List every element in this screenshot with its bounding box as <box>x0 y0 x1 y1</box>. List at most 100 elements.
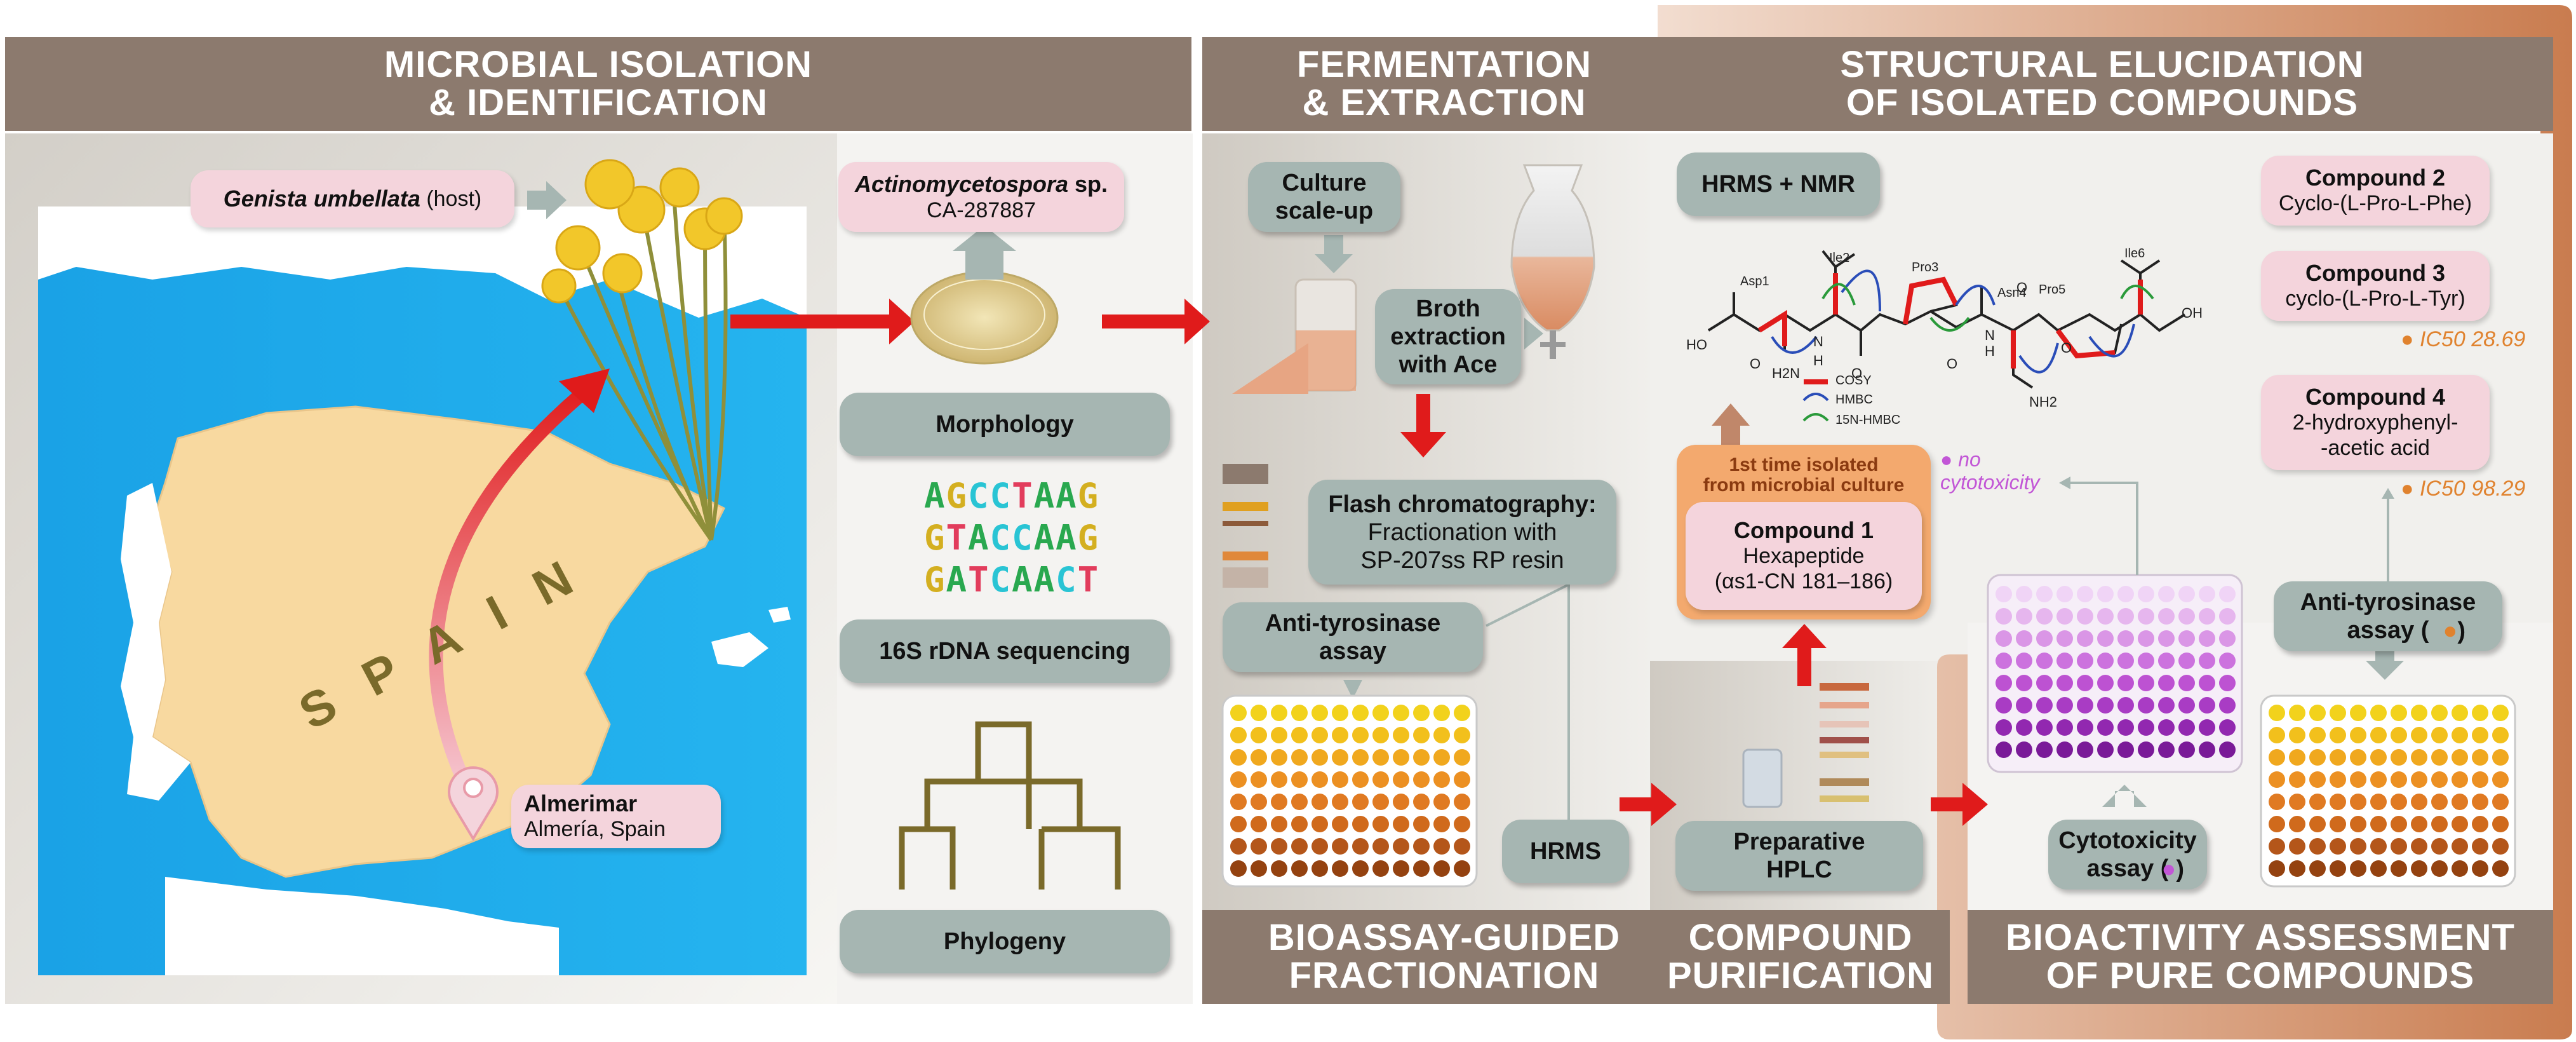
well <box>1332 816 1348 832</box>
well <box>2219 697 2236 714</box>
well <box>2411 727 2427 743</box>
well <box>1311 771 1328 788</box>
well <box>2199 608 2215 625</box>
location-place: Almerimar <box>524 790 638 816</box>
well <box>2289 860 2305 877</box>
residue-label: Pro5 <box>2039 283 2066 297</box>
well <box>2138 653 2154 669</box>
step-anti-tyrosinase: Anti-tyrosinase assay <box>1223 602 1483 672</box>
ic50-compound3: ● IC50 28.69 <box>2401 327 2526 351</box>
host-suffix: (host) <box>420 187 482 211</box>
host-arrow-icon <box>527 181 567 219</box>
residue-label: Asp1 <box>1740 274 1769 288</box>
well <box>2158 608 2175 625</box>
bioassay-plate-icon <box>1221 694 1478 888</box>
compound1-box: Compound 1 Hexapeptide (αs1-CN 181–186) <box>1686 502 1922 610</box>
well <box>2097 653 2114 669</box>
well <box>2309 705 2326 721</box>
well <box>1291 749 1308 766</box>
legend-hmbc: HMBC <box>1835 393 1873 407</box>
step-cytotoxicity: Cytotoxicity assay ( ●) <box>2048 820 2207 890</box>
well <box>2077 653 2093 669</box>
well <box>2411 749 2427 766</box>
well <box>1413 794 1430 810</box>
well <box>2036 586 2053 602</box>
antityr-plate-icon <box>2260 694 2516 888</box>
compound4-card: Compound 4 2-hydroxyphenyl- -acetic acid <box>2261 375 2490 470</box>
well <box>2219 608 2236 625</box>
well <box>1251 860 1267 877</box>
well <box>1230 727 1247 743</box>
compound1-card: 1st time isolated from microbial culture… <box>1677 445 1931 619</box>
well <box>1332 838 1348 855</box>
well <box>2289 727 2305 743</box>
well <box>2472 771 2488 788</box>
right-arrow-broth <box>1524 318 1543 349</box>
well <box>2431 771 2448 788</box>
host-name: Genista umbellata <box>223 186 420 212</box>
step-hrms: HRMS <box>1502 820 1629 883</box>
well <box>2391 860 2407 877</box>
sequence-line: AGCCTAAG <box>924 476 1100 516</box>
well <box>1291 860 1308 877</box>
atom-label: HO <box>1686 337 1707 353</box>
well <box>1332 860 1348 877</box>
well <box>2077 741 2093 758</box>
well <box>2492 816 2509 832</box>
well <box>2431 705 2448 721</box>
well <box>2117 741 2134 758</box>
well <box>2178 608 2195 625</box>
header-bar-bioassay <box>1202 910 1686 1004</box>
compound2-desc: Cyclo-(L-Pro-L-Phe) <box>2278 191 2472 215</box>
header-isolation: MICROBIAL ISOLATION & IDENTIFICATION <box>384 44 813 123</box>
well <box>2056 630 2073 647</box>
well <box>2370 860 2387 877</box>
well <box>2199 741 2215 758</box>
well <box>2391 816 2407 832</box>
up-arrow-strain <box>953 226 1016 280</box>
well <box>1372 771 1389 788</box>
well <box>2138 675 2154 691</box>
well <box>2138 697 2154 714</box>
well <box>2117 697 2134 714</box>
well <box>1291 771 1308 788</box>
location-region: Almería, Spain <box>524 817 666 841</box>
compound3-desc: cyclo-(L-Pro-L-Tyr) <box>2285 287 2465 311</box>
cosy-bonds <box>1757 273 2143 369</box>
well <box>1230 838 1247 855</box>
well <box>2178 653 2195 669</box>
well <box>2452 705 2468 721</box>
well <box>2138 719 2154 736</box>
arc-arrow-location <box>429 376 601 797</box>
map-portugal <box>121 483 191 801</box>
well <box>2391 794 2407 810</box>
well <box>2269 749 2285 766</box>
well <box>2309 794 2326 810</box>
well <box>2117 653 2134 669</box>
well <box>2117 630 2134 647</box>
ic50-compound4: ● IC50 98.29 <box>2401 477 2526 501</box>
well <box>1433 749 1450 766</box>
compound4-title: Compound 4 <box>2305 384 2445 410</box>
well <box>2138 608 2154 625</box>
well <box>2350 771 2366 788</box>
well <box>1251 727 1267 743</box>
well <box>2178 586 2195 602</box>
residue-label: Ile6 <box>2124 247 2145 260</box>
well <box>1413 749 1430 766</box>
strain-label: Actinomycetospora sp. CA-287887 <box>838 162 1124 232</box>
well <box>1372 727 1389 743</box>
compound1-frag: (αs1-CN 181–186) <box>1714 569 1893 593</box>
well <box>2219 741 2236 758</box>
n15-hmbc-arcs <box>1821 283 2154 332</box>
well <box>2036 697 2053 714</box>
step-sequencing: 16S rDNA sequencing <box>840 619 1170 683</box>
well <box>2411 860 2427 877</box>
atom-label: O <box>2016 280 2028 295</box>
well <box>1311 816 1328 832</box>
flash-desc: Fractionation with SP-207ss RP resin <box>1360 518 1564 574</box>
well <box>2097 586 2114 602</box>
well <box>2269 705 2285 721</box>
well <box>2350 727 2366 743</box>
well <box>2411 794 2427 810</box>
